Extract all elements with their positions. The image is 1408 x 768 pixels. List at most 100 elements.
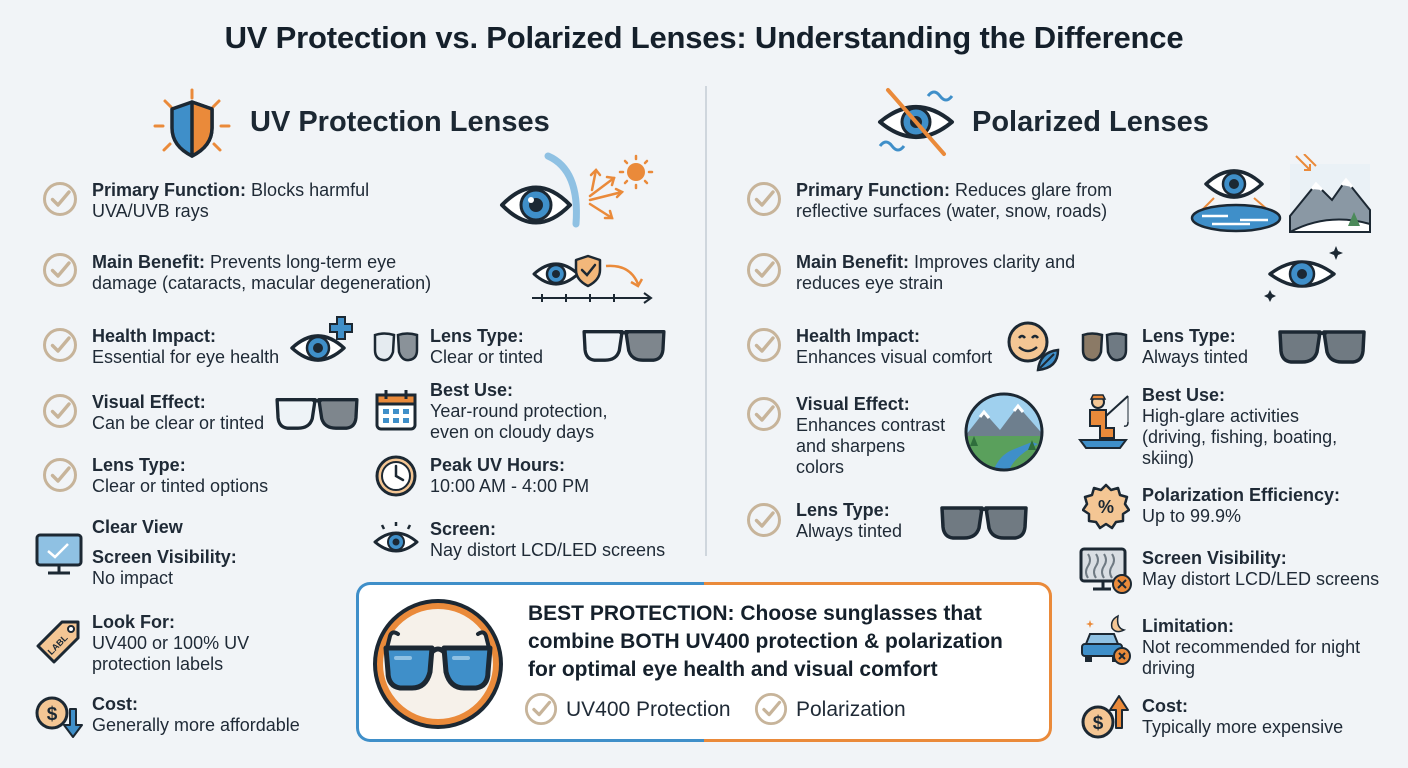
pol-health-text: Enhances visual comfort <box>796 347 993 367</box>
check-icon <box>42 457 78 493</box>
uv-cost-text: Generally more affordable <box>92 715 300 735</box>
sunglasses-icon <box>932 502 1036 542</box>
pol-health-label: Health Impact: <box>796 326 921 346</box>
svg-text:$: $ <box>47 704 58 725</box>
uv-look-for: Look For: UV400 or 100% UV protection la… <box>92 612 249 675</box>
page-title: UV Protection vs. Polarized Lenses: Unde… <box>224 20 1184 55</box>
pol-best-use: Best Use: High-glare activities (driving… <box>1142 385 1337 469</box>
pol-primary-text: Reduces glare from <box>955 180 1113 200</box>
pol-visual-text2: and sharpens <box>796 436 906 456</box>
clock-icon <box>375 455 417 497</box>
check-icon <box>42 181 78 217</box>
eye-sun-rays-icon <box>500 152 654 228</box>
pol-primary-text2: reflective surfaces (water, snow, roads) <box>796 201 1108 221</box>
coin-up-icon: $ <box>1081 695 1129 739</box>
uv-benefit-label: Main Benefit: <box>92 252 206 272</box>
check-icon <box>754 692 788 726</box>
pol-lens-type: Lens Type: Always tinted <box>1142 326 1248 368</box>
night-car-icon <box>1081 614 1131 665</box>
uv-clear-view: Clear View <box>92 517 183 537</box>
cta-line-1: BEST PROTECTION: Choose sunglasses that <box>528 602 982 625</box>
sunglasses-icon <box>580 326 668 364</box>
check-icon <box>746 327 782 363</box>
pol-best-use-text: High-glare activities <box>1142 406 1300 426</box>
sparkle-eye-icon <box>1264 246 1343 302</box>
eye-shield-timeline-icon <box>532 254 653 304</box>
uv-best-use-text2: even on cloudy days <box>430 422 595 442</box>
uv-screen-text: No impact <box>92 568 174 588</box>
pol-cost-label: Cost: <box>1142 696 1188 716</box>
pol-cost-text: Typically more expensive <box>1142 717 1344 737</box>
uv-look-text: UV400 or 100% UV <box>92 633 250 653</box>
pol-visual-text: Enhances contrast <box>796 415 946 435</box>
pol-best-use-text2: (driving, fishing, boating, <box>1142 427 1338 447</box>
pol-cost: Cost: Typically more expensive <box>1142 696 1343 738</box>
uv-look-text2: protection labels <box>92 654 224 674</box>
pol-visual-label: Visual Effect: <box>796 394 910 414</box>
pol-lens-type-options: Lens Type: Always tinted <box>796 500 902 542</box>
coin-down-icon: $ <box>35 696 83 738</box>
uv-best-use-label: Best Use: <box>430 380 514 400</box>
calendar-icon <box>375 390 417 431</box>
monitor-icon <box>35 533 83 575</box>
sunglasses-icon <box>1270 326 1374 366</box>
uv-visual-label: Visual Effect: <box>92 392 206 412</box>
pol-efficiency: Polarization Efficiency: Up to 99.9% <box>1142 485 1340 527</box>
pol-best-use-label: Best Use: <box>1142 385 1226 405</box>
eye-water-mountain-icon <box>1190 154 1371 233</box>
glasses-icon <box>272 394 362 432</box>
uv-health-text: Essential for eye health <box>92 347 280 367</box>
check-icon <box>42 327 78 363</box>
shield-sun-icon <box>153 88 231 158</box>
sunglasses-badge-icon <box>373 599 503 729</box>
uv-lens-type2-label: Lens Type: <box>92 455 186 475</box>
cta-item-uv400: UV400 Protection <box>566 698 731 721</box>
uv-health-impact: Health Impact: Essential for eye health <box>92 326 279 368</box>
svg-text:$: $ <box>1093 713 1104 734</box>
uv-lens-type-label: Lens Type: <box>430 326 524 346</box>
pol-heading: Polarized Lenses <box>972 106 1209 138</box>
pol-efficiency-label: Polarization Efficiency: <box>1142 485 1341 505</box>
uv-peak-hours: Peak UV Hours: 10:00 AM - 4:00 PM <box>430 455 589 497</box>
distorted-screen-icon <box>1079 547 1132 594</box>
pol-best-use-text3: skiing) <box>1142 448 1195 468</box>
column-divider <box>705 86 707 556</box>
check-icon <box>746 396 782 432</box>
uv-visual-effect: Visual Effect: Can be clear or tinted <box>92 392 264 434</box>
uv-best-use: Best Use: Year-round protection, even on… <box>430 380 607 443</box>
uv-primary-text: Blocks harmful <box>251 180 370 200</box>
cta-item-polarization: Polarization <box>796 698 906 721</box>
pol-benefit-label: Main Benefit: <box>796 252 910 272</box>
smile-leaf-icon <box>1007 321 1060 372</box>
check-icon <box>42 252 78 288</box>
uv-peak-label: Peak UV Hours: <box>430 455 566 475</box>
uv-lens-type-options: Lens Type: Clear or tinted options <box>92 455 268 497</box>
pol-lens-type2-text: Always tinted <box>796 521 903 541</box>
pol-limitation-text: Not recommended for night <box>1142 637 1361 657</box>
pol-limitation-label: Limitation: <box>1142 616 1234 636</box>
uv-screen: Screen: Nay distort LCD/LED screens <box>430 519 665 561</box>
eye-icon <box>373 522 419 553</box>
pol-limitation: Limitation: Not recommended for night dr… <box>1142 616 1360 679</box>
pol-visual-text3: colors <box>796 457 845 477</box>
pol-benefit-text2: reduces eye strain <box>796 273 944 293</box>
svg-text:%: % <box>1098 497 1114 517</box>
pol-lens-type-text: Always tinted <box>1142 347 1249 367</box>
uv-screen2-text: Nay distort LCD/LED screens <box>430 540 666 560</box>
pol-lens-type-label: Lens Type: <box>1142 326 1236 346</box>
eye-plus-icon <box>290 316 353 362</box>
uv-benefit-text2: damage (cataracts, macular degeneration) <box>92 273 432 293</box>
uv-best-use-text: Year-round protection, <box>430 401 608 421</box>
uv-look-label: Look For: <box>92 612 175 632</box>
pol-efficiency-text: Up to 99.9% <box>1142 506 1242 526</box>
check-icon <box>746 181 782 217</box>
landscape-icon <box>964 392 1044 472</box>
pol-screen-text: May distort LCD/LED screens <box>1142 569 1380 589</box>
uv-screen-visibility: Screen Visibility: No impact <box>92 547 237 589</box>
pol-health-impact: Health Impact: Enhances visual comfort <box>796 326 992 368</box>
uv-lens-type-text: Clear or tinted <box>430 347 544 367</box>
uv-primary-label: Primary Function: <box>92 180 247 200</box>
check-icon <box>42 393 78 429</box>
percent-badge-icon: % <box>1082 483 1130 530</box>
uv-cost-label: Cost: <box>92 694 138 714</box>
